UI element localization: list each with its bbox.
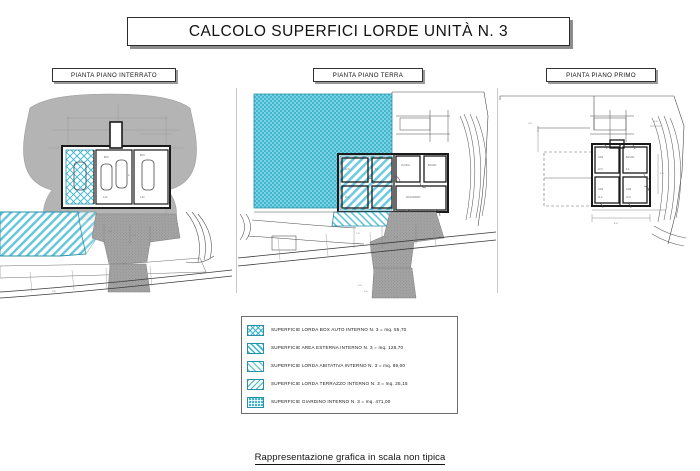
legend-label-giardino: SUPERFICIE GIARDINO INTERNO N. 3 = mq. 4… [271, 398, 391, 404]
panel-divider-right [497, 88, 498, 293]
svg-text:4,50: 4,50 [364, 291, 369, 293]
plan-drawing-piano-terra: CUCINA BAGNO SOGGIORNO 12,5 10,2 8,4 1,2… [238, 86, 496, 312]
svg-text:BAGNO: BAGNO [428, 164, 437, 167]
svg-text:0,90: 0,90 [654, 121, 659, 123]
area-abitativa-fill [339, 155, 393, 211]
legend-label-box-auto: SUPERFICIE LORDA BOX AUTO INTERNO N. 3 =… [271, 326, 407, 332]
area-box-auto-fill [65, 149, 95, 205]
svg-text:12,5: 12,5 [345, 169, 350, 171]
legend-row-box-auto: SUPERFICIE LORDA BOX AUTO INTERNO N. 3 =… [247, 321, 453, 339]
document-title-banner: CALCOLO SUPERFICI LORDE UNITÀ N. 3 [127, 17, 570, 46]
svg-text:1,20: 1,20 [132, 235, 137, 237]
svg-text:1,20: 1,20 [108, 231, 113, 233]
page-title: CALCOLO SUPERFICI LORDE UNITÀ N. 3 [188, 22, 509, 40]
svg-text:BOX: BOX [104, 157, 109, 159]
svg-text:8,50: 8,50 [614, 223, 619, 225]
svg-text:6,2: 6,2 [626, 169, 630, 171]
panel-header-label: PIANTA PIANO PRIMO [566, 71, 636, 79]
svg-text:3,20: 3,20 [660, 173, 665, 175]
panel-header-label: PIANTA PIANO TERRA [332, 71, 404, 79]
legend-swatch-terrazzo-icon [247, 378, 264, 390]
svg-text:A: A [128, 174, 130, 177]
legend-label-abitativa: SUPERFICIE LORDA ABITATIVA INTERNO N. 3 … [271, 362, 406, 368]
plan-drawing-piano-interrato: BOX BOX 2,40 2,40 A 1,20 1,20 2,00 3,40 [0, 86, 232, 312]
panel-header-piano-terra: PIANTA PIANO TERRA [313, 68, 423, 82]
legend-swatch-area-esterna-icon [247, 342, 264, 354]
plan-drawing-piano-primo: CAM BAGNO CAM CAM 12,5 6,2 11,0 10,8 8,5… [498, 86, 700, 296]
panel-divider-left [236, 88, 237, 293]
svg-text:10,2: 10,2 [345, 197, 350, 199]
svg-text:12,5: 12,5 [598, 169, 603, 171]
footer-caption: Rappresentazione grafica in scala non ti… [0, 452, 700, 465]
svg-text:2,40: 2,40 [140, 197, 145, 199]
area-esterna-fill [0, 211, 87, 257]
svg-text:2,00: 2,00 [358, 285, 363, 287]
svg-text:1,20: 1,20 [356, 233, 361, 235]
svg-text:1,20: 1,20 [394, 237, 399, 239]
legend-swatch-giardino-icon [247, 396, 264, 408]
svg-text:2,00: 2,00 [120, 281, 125, 283]
svg-text:CAM: CAM [598, 188, 603, 191]
svg-text:CAM: CAM [626, 188, 631, 191]
legend-box: SUPERFICIE LORDA BOX AUTO INTERNO N. 3 =… [241, 316, 458, 414]
panel-header-label: PIANTA PIANO INTERRATO [71, 71, 157, 79]
svg-text:3,40: 3,40 [52, 291, 57, 293]
svg-text:1,20: 1,20 [384, 237, 389, 239]
svg-text:11,0: 11,0 [598, 197, 603, 199]
svg-text:10,8: 10,8 [626, 197, 631, 199]
svg-text:1,20: 1,20 [528, 123, 533, 125]
legend-label-terrazzo: SUPERFICIE LORDA TERRAZZO INTERNO N. 3 =… [271, 380, 408, 386]
legend-row-terrazzo: SUPERFICIE LORDA TERRAZZO INTERNO N. 3 =… [247, 375, 453, 393]
legend-label-area-esterna: SUPERFICIE AREA ESTERNA INTERNO N. 3 = m… [271, 344, 404, 350]
footer-caption-text: Rappresentazione grafica in scala non ti… [254, 452, 446, 465]
svg-text:2,40: 2,40 [103, 197, 108, 199]
svg-text:8,4: 8,4 [375, 169, 379, 171]
svg-text:CUCINA: CUCINA [401, 164, 410, 167]
legend-swatch-box-auto-icon [247, 324, 264, 336]
panel-header-piano-primo: PIANTA PIANO PRIMO [546, 68, 656, 82]
svg-text:BAGNO: BAGNO [626, 156, 635, 159]
panel-header-piano-interrato: PIANTA PIANO INTERRATO [52, 68, 176, 82]
legend-row-giardino: SUPERFICIE GIARDINO INTERNO N. 3 = mq. 4… [247, 393, 453, 411]
svg-text:BOX: BOX [140, 155, 145, 157]
legend-row-area-esterna: SUPERFICIE AREA ESTERNA INTERNO N. 3 = m… [247, 339, 453, 357]
area-terrazzo-fill [331, 211, 393, 227]
legend-swatch-abitativa-icon [247, 360, 264, 372]
legend-row-abitativa: SUPERFICIE LORDA ABITATIVA INTERNO N. 3 … [247, 357, 453, 375]
svg-text:SOGGIORNO: SOGGIORNO [406, 197, 421, 199]
svg-text:CAM: CAM [598, 156, 603, 159]
